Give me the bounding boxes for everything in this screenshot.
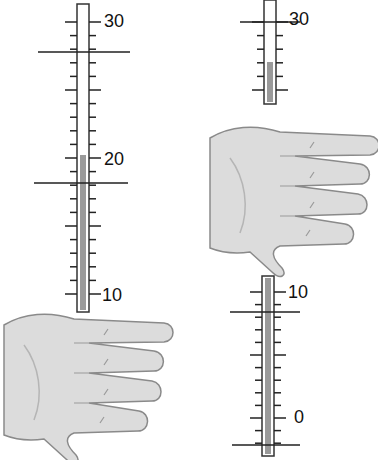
- scale-tick: [70, 280, 77, 282]
- scale-tick: [70, 48, 77, 50]
- scale-tick: [89, 35, 96, 37]
- scale-tick: [89, 130, 96, 132]
- scale-tick: [89, 293, 101, 295]
- scale-tick: [274, 417, 286, 419]
- reference-line: [34, 22, 300, 445]
- scale-tick: [70, 116, 77, 118]
- scale-tick: [70, 252, 77, 254]
- scale-tick: [257, 62, 264, 64]
- scale-tick: [89, 239, 96, 241]
- scale-tick: [257, 76, 264, 78]
- thermometer-fluid: [267, 62, 273, 102]
- scale-tick: [255, 329, 262, 331]
- scale-tick: [65, 157, 77, 159]
- scale-tick: [257, 48, 264, 50]
- scale-tick: [89, 62, 96, 64]
- scale-tick: [255, 379, 262, 381]
- scale-tick: [274, 379, 281, 381]
- scale-tick: [274, 367, 281, 369]
- scale-tick: [89, 21, 101, 23]
- scale-tick: [276, 62, 283, 64]
- scale-tick: [70, 198, 77, 200]
- scale-tick: [70, 239, 77, 241]
- scale-tick: [274, 304, 281, 306]
- scale-tick: [276, 89, 288, 91]
- scale-tick: [276, 35, 283, 37]
- thermometer-tube: [264, 0, 276, 104]
- scale-tick: [274, 342, 281, 344]
- scale-tick: [252, 89, 264, 91]
- scale-tick: [89, 198, 96, 200]
- thermometer-fluid: [80, 155, 86, 310]
- scale-tick: [274, 442, 281, 444]
- scale-tick: [89, 103, 96, 105]
- scale-tick: [70, 144, 77, 146]
- scale-tick: [89, 76, 96, 78]
- scale-tick: [89, 212, 96, 214]
- scale-tick: [89, 184, 96, 186]
- scale-label: 10: [102, 286, 122, 304]
- scale-tick: [274, 316, 281, 318]
- scale-tick: [250, 291, 262, 293]
- thermometer-fluid: [265, 278, 271, 454]
- scale-tick: [89, 157, 101, 159]
- scale-tick: [250, 417, 262, 419]
- scale-tick: [255, 304, 262, 306]
- scale-tick: [65, 89, 77, 91]
- scale-tick: [274, 291, 286, 293]
- scale-tick: [255, 442, 262, 444]
- scale-tick: [276, 48, 283, 50]
- scale-tick: [70, 130, 77, 132]
- scale-tick: [276, 76, 283, 78]
- scale-tick: [70, 103, 77, 105]
- scale-label: 30: [104, 12, 124, 30]
- scale-tick: [89, 280, 96, 282]
- scale-tick: [257, 35, 264, 37]
- scale-tick: [252, 21, 264, 23]
- scale-tick: [255, 430, 262, 432]
- scale-tick: [89, 225, 101, 227]
- scale-label: 20: [104, 150, 124, 168]
- scale-tick: [89, 252, 96, 254]
- scale-label: 0: [294, 408, 304, 426]
- scale-ticks: [65, 22, 288, 443]
- scale-tick: [255, 392, 262, 394]
- scale-tick: [276, 21, 288, 23]
- scale-tick: [65, 293, 77, 295]
- scale-tick: [70, 76, 77, 78]
- thermometer-tube: [77, 4, 89, 312]
- scale-tick: [89, 48, 96, 50]
- scale-label: 30: [289, 10, 309, 28]
- scale-tick: [255, 316, 262, 318]
- scale-tick: [255, 342, 262, 344]
- scale-tick: [70, 62, 77, 64]
- scale-label: 10: [288, 283, 308, 301]
- scale-tick: [89, 266, 96, 268]
- scale-tick: [70, 35, 77, 37]
- hand: [4, 314, 173, 460]
- thermometer-tube: [262, 276, 274, 456]
- hand: [210, 127, 378, 276]
- scale-tick: [274, 354, 286, 356]
- scale-tick: [89, 144, 96, 146]
- scale-tick: [274, 329, 281, 331]
- scale-tick: [89, 171, 96, 173]
- scale-tick: [255, 405, 262, 407]
- scale-tick: [250, 354, 262, 356]
- scale-tick: [65, 225, 77, 227]
- scale-tick: [70, 266, 77, 268]
- scale-tick: [70, 184, 77, 186]
- scale-tick: [70, 212, 77, 214]
- scale-tick: [70, 171, 77, 173]
- scale-tick: [274, 430, 281, 432]
- scale-tick: [255, 367, 262, 369]
- scale-tick: [274, 405, 281, 407]
- scale-tick: [89, 89, 101, 91]
- scale-tick: [89, 116, 96, 118]
- scale-tick: [65, 21, 77, 23]
- scale-tick: [274, 392, 281, 394]
